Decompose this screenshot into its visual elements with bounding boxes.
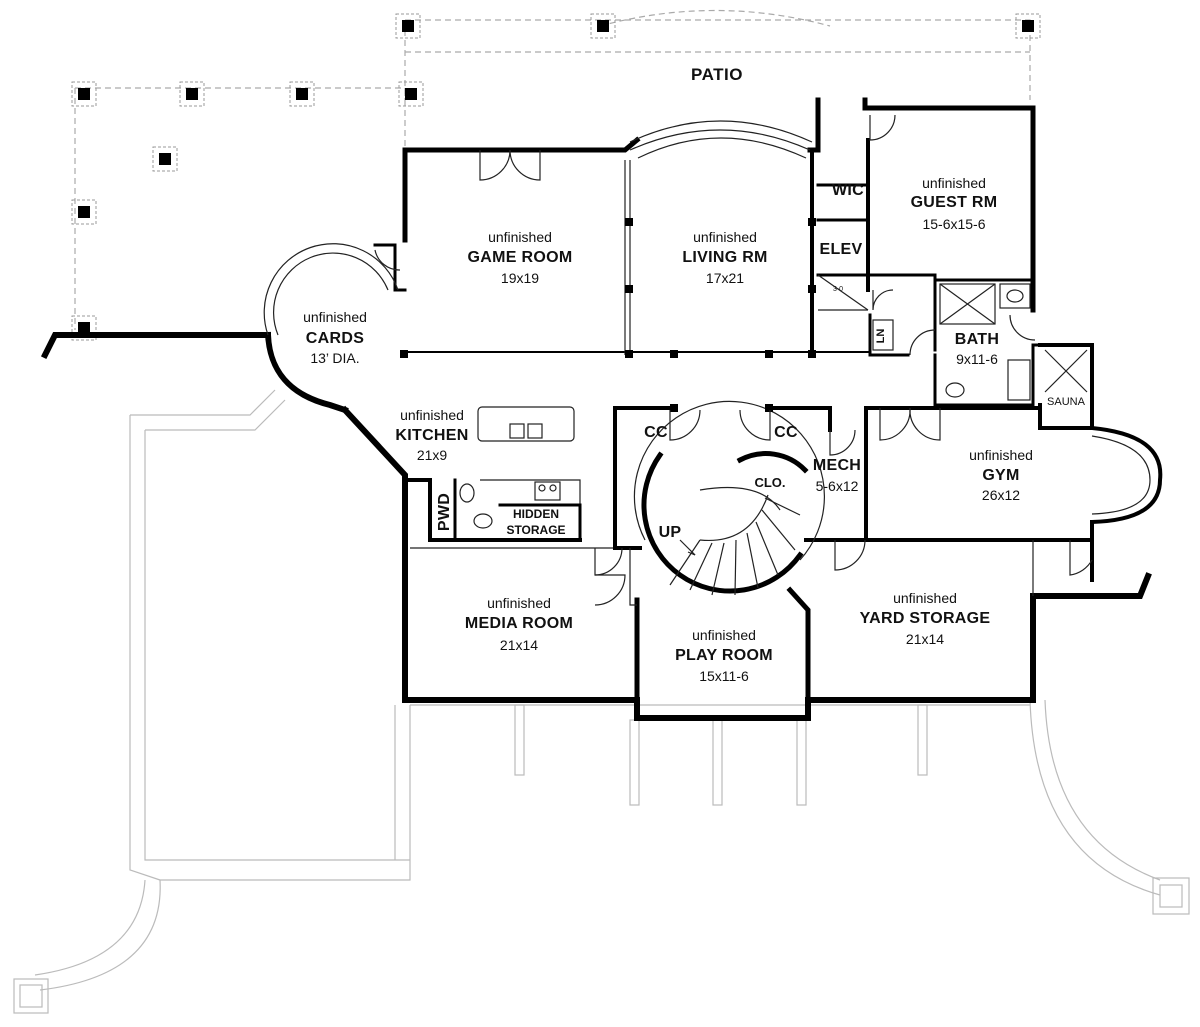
media-room-size: 21x14 (500, 637, 538, 653)
bath: BATH 9x11-6 (955, 331, 999, 367)
living-rm: unfinished LIVING RM 17x21 (682, 229, 767, 286)
yard-storage-size: 21x14 (906, 631, 944, 647)
up-label: UP (659, 524, 682, 541)
media-room-status: unfinished (487, 595, 551, 611)
play-room-status: unfinished (692, 627, 756, 643)
interior-columns (400, 218, 816, 412)
interior-walls (407, 160, 1163, 703)
kitchen-size: 21x9 (417, 447, 448, 463)
yard-storage: unfinished YARD STORAGE 21x14 (860, 590, 991, 647)
labels: PATIO unfinished GAME ROOM 19x19 unfinis… (303, 65, 1086, 684)
fixtures (459, 274, 1088, 556)
sauna-label: SAUNA (1047, 396, 1086, 408)
living-rm-size: 17x21 (706, 270, 744, 286)
gym-name: GYM (982, 467, 1019, 484)
play-room: unfinished PLAY ROOM 15x11-6 (675, 627, 773, 684)
cc-left-label: CC (644, 424, 668, 441)
door-swings (374, 114, 1093, 606)
guest-rm: unfinished GUEST RM 15-6x15-6 (911, 175, 998, 232)
pwd-label: PWD (436, 493, 453, 531)
wic-label: WIC (832, 182, 864, 199)
cards-name: CARDS (306, 330, 364, 347)
game-room-name: GAME ROOM (468, 249, 573, 266)
mech: MECH 5-6x12 (813, 457, 861, 494)
patio-label: PATIO (691, 65, 743, 84)
game-room-status: unfinished (488, 229, 552, 245)
gym-size: 26x12 (982, 487, 1020, 503)
play-room-size: 15x11-6 (699, 668, 749, 684)
patio-posts (71, 13, 1041, 341)
gym-status: unfinished (969, 447, 1033, 463)
spiral-stair-treads (669, 494, 801, 596)
living-rm-status: unfinished (693, 229, 757, 245)
exterior-walls (40, 97, 1152, 721)
cards-status: unfinished (303, 309, 367, 325)
outdoor-outlines (13, 9, 1190, 1014)
kitchen-status: unfinished (400, 407, 464, 423)
living-room-arch (629, 120, 813, 159)
cards: unfinished CARDS 13’ DIA. (303, 309, 367, 366)
guest-rm-status: unfinished (922, 175, 986, 191)
media-room-name: MEDIA ROOM (465, 615, 573, 632)
guest-rm-name: GUEST RM (911, 194, 998, 211)
elev-dim-label: 3-0 (833, 286, 843, 293)
living-rm-name: LIVING RM (682, 249, 767, 266)
cards-size: 13’ DIA. (310, 350, 359, 366)
game-room: unfinished GAME ROOM 19x19 (468, 229, 573, 286)
clo-label: CLO. (754, 475, 785, 490)
yard-storage-name: YARD STORAGE (860, 610, 991, 627)
mech-size: 5-6x12 (816, 478, 859, 494)
bath-size: 9x11-6 (956, 351, 998, 367)
kitchen: unfinished KITCHEN 21x9 (395, 407, 468, 463)
ln-label: LN (875, 329, 887, 344)
cc-right-label: CC (774, 424, 798, 441)
gym: unfinished GYM 26x12 (969, 447, 1033, 503)
bath-name: BATH (955, 331, 999, 348)
guest-rm-size: 15-6x15-6 (922, 216, 985, 232)
mech-name: MECH (813, 457, 861, 474)
play-room-name: PLAY ROOM (675, 647, 773, 664)
storage-label: STORAGE (506, 523, 565, 537)
hidden-label: HIDDEN (513, 507, 559, 521)
elev-label: ELEV (820, 241, 863, 258)
game-room-size: 19x19 (501, 270, 539, 286)
yard-storage-status: unfinished (893, 590, 957, 606)
kitchen-name: KITCHEN (395, 427, 468, 444)
cards-room-outline (263, 243, 399, 336)
media-room: unfinished MEDIA ROOM 21x14 (465, 595, 573, 653)
